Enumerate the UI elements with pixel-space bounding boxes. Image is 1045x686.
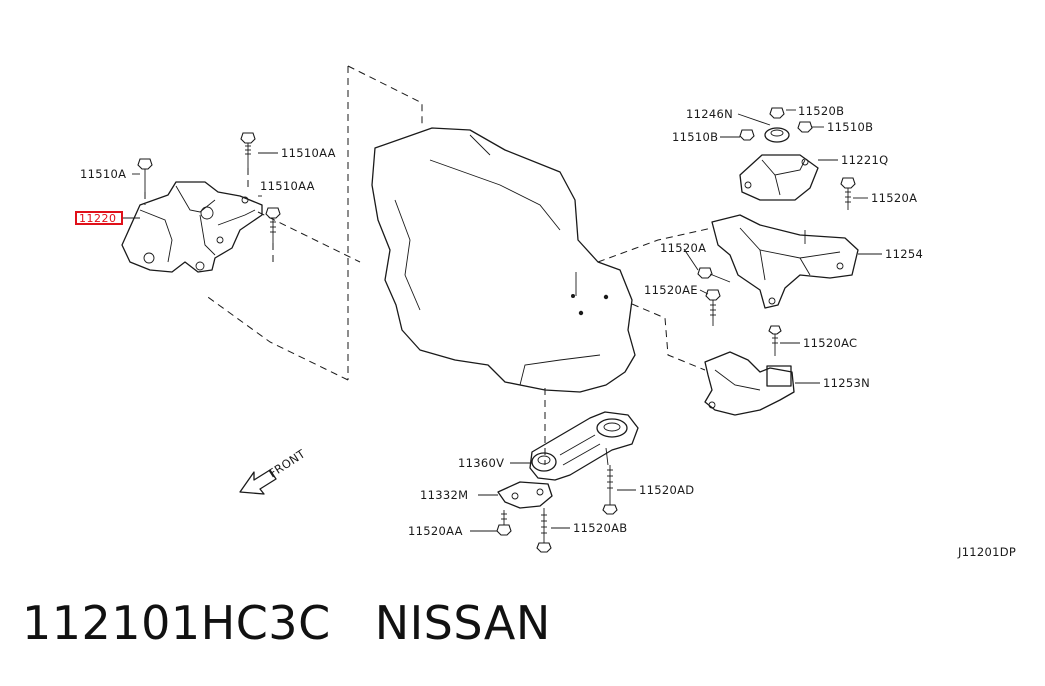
- callout-11360V: 11360V: [458, 456, 504, 470]
- callout-11254: 11254: [885, 247, 923, 261]
- engine-block: [371, 127, 636, 393]
- callout-11520B: 11520B: [798, 104, 844, 118]
- callout-11520AA: 11520AA: [408, 524, 463, 538]
- callout-11520AC: 11520AC: [803, 336, 857, 350]
- bracket-11332M: [497, 481, 553, 509]
- callout-11520AB: 11520AB: [573, 521, 627, 535]
- callout-11510AA-top: 11510AA: [281, 146, 336, 160]
- callout-11246N: 11246N: [686, 107, 733, 121]
- callout-11510AA-mid: 11510AA: [260, 179, 315, 193]
- torque-rod-11360V: [529, 411, 639, 481]
- callout-11510A: 11510A: [80, 167, 126, 181]
- bolt-11510AA-mid: [265, 207, 281, 262]
- bolt-11520A-right: [840, 177, 856, 210]
- bolt-11520AB: [536, 508, 552, 553]
- callout-11520AE: 11520AE: [644, 283, 698, 297]
- callout-11220-highlight[interactable]: 11220: [79, 212, 117, 225]
- diagram-id: J11201DP: [957, 545, 1016, 559]
- bolt-11520AA: [496, 510, 512, 536]
- callout-11221Q: 11221Q: [841, 153, 888, 167]
- callout-11520A-right: 11520A: [871, 191, 917, 205]
- footer-caption: 112101HC3C NISSAN: [22, 596, 595, 650]
- bolt-11520A-left: [697, 267, 731, 283]
- bracket-11253N: [704, 351, 795, 416]
- callout-11332M: 11332M: [420, 488, 468, 502]
- right-mount-bracket-11254: [711, 214, 859, 309]
- callout-11510B-left: 11510B: [672, 130, 718, 144]
- bolt-11510AA-top: [240, 132, 256, 190]
- right-mount-insulator: [739, 107, 819, 201]
- engine-outline-dashed: [204, 65, 713, 465]
- callout-11520A-left: 11520A: [660, 241, 706, 255]
- bolt-11520AE: [705, 289, 721, 326]
- highlight-box: [75, 211, 123, 225]
- front-label: FRONT: [266, 446, 308, 480]
- bolt-11510A: [137, 158, 153, 205]
- left-engine-mount: [121, 181, 263, 273]
- callout-11510B-right: 11510B: [827, 120, 873, 134]
- callout-11253N: 11253N: [823, 376, 870, 390]
- part-number: 112101HC3C: [22, 596, 331, 650]
- bolt-11520AC: [768, 325, 782, 356]
- front-arrow-icon: [239, 469, 277, 495]
- bolt-11520AD: [602, 465, 618, 515]
- callout-11520AD: 11520AD: [639, 483, 694, 497]
- brand-name: NISSAN: [374, 596, 551, 650]
